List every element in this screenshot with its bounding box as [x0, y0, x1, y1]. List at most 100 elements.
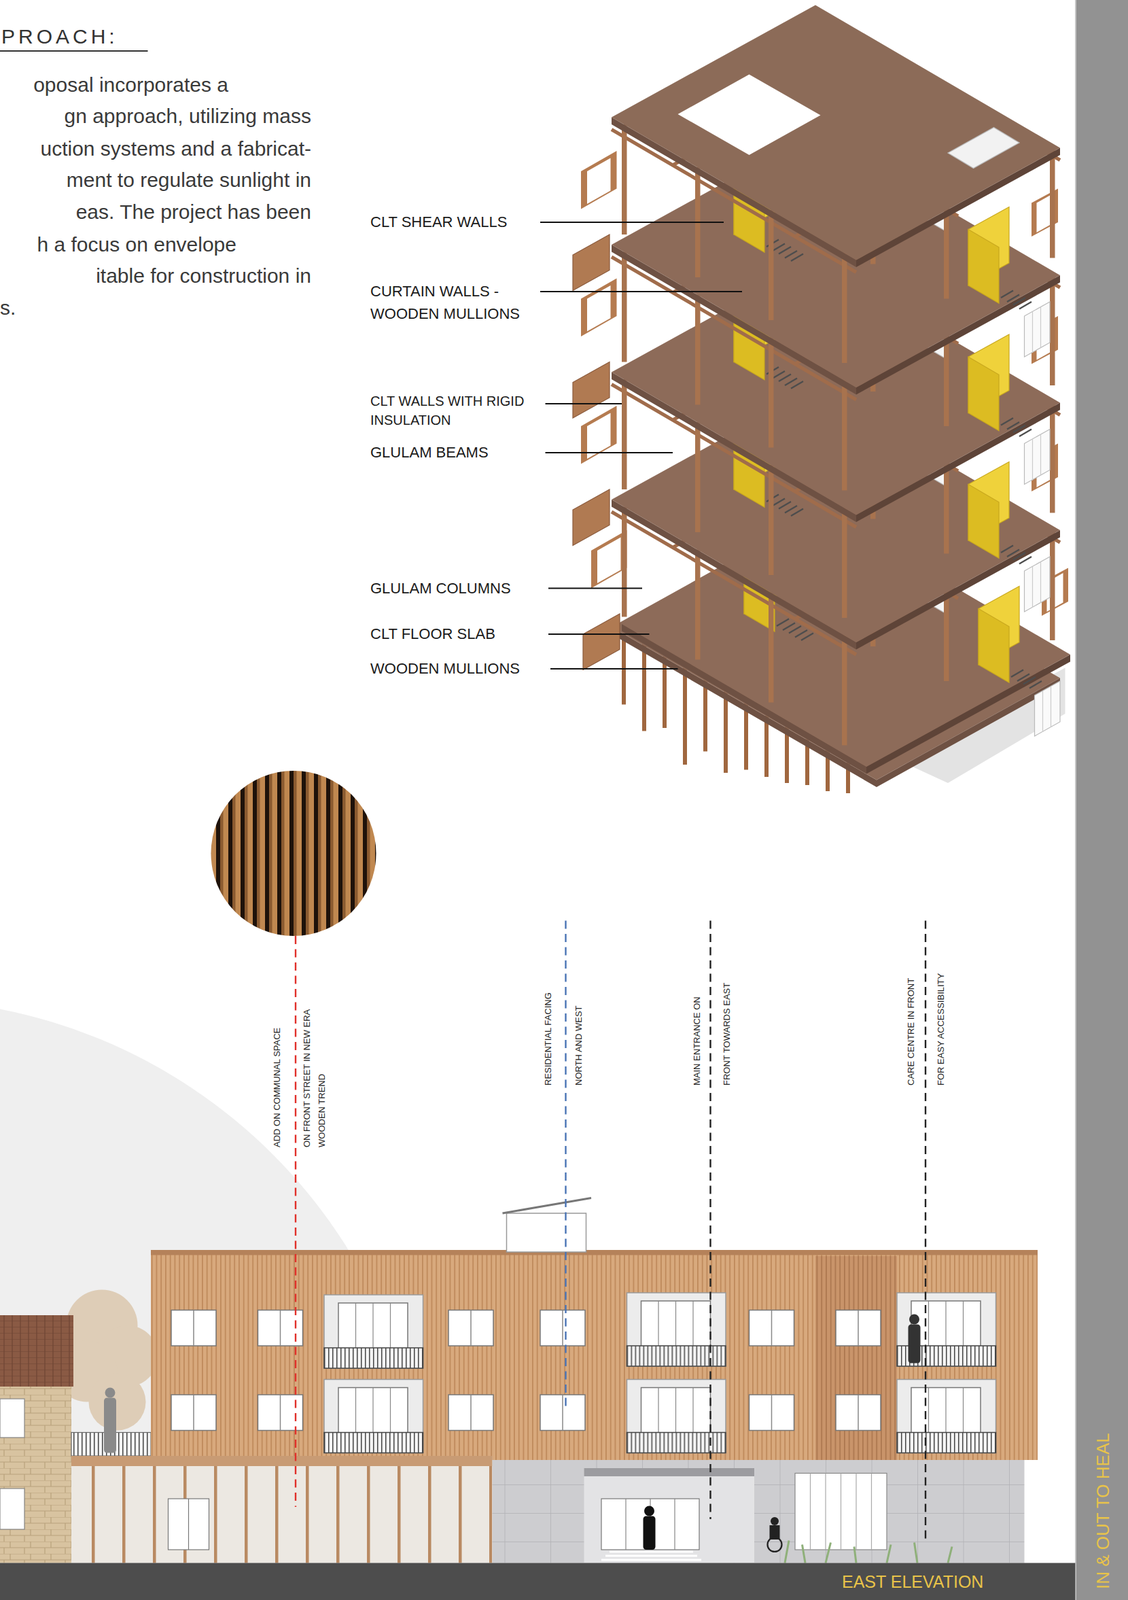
elevation: [171, 1310, 217, 1347]
elevation: [835, 1394, 881, 1431]
person: [644, 1505, 655, 1517]
heading-underline: [0, 50, 148, 52]
annotation-line: [295, 920, 926, 1540]
leader-line: [540, 290, 743, 293]
ground-mullions: [682, 667, 687, 765]
body-text: s.: [0, 295, 16, 321]
component-label: WOODEN MULLIONS: [370, 659, 520, 679]
body-text-line: itable for construction in: [0, 263, 312, 289]
annotation-line: [924, 920, 927, 1540]
annotation-note: CARE CENTRE IN FRONT: [905, 977, 917, 1086]
elevation: [583, 1467, 754, 1476]
person: [642, 1516, 656, 1550]
person: [909, 1314, 920, 1325]
body-text: uction systems and a fabricat-: [40, 136, 312, 162]
ground-mullions: [744, 703, 749, 770]
leader-line: [544, 402, 622, 405]
elevation: [71, 1455, 492, 1466]
person: [104, 1387, 115, 1398]
annotation-note: FOR EASY ACCESSIBILITY: [935, 973, 947, 1086]
elevation: [896, 1379, 996, 1453]
leader-line: [548, 633, 649, 635]
elevation: [0, 1197, 1038, 1563]
house-wall: [0, 1386, 72, 1563]
elevation: [748, 1394, 794, 1431]
person: [103, 1387, 117, 1453]
leader-line: [540, 222, 743, 669]
annotation-note: MAIN ENTRANCE ON: [691, 996, 703, 1086]
elevation: [0, 1398, 25, 1438]
elevation: [896, 1292, 996, 1366]
footer-bar: [0, 1562, 1077, 1600]
wheelchair-user: [767, 1516, 782, 1552]
ground-mullions: [764, 715, 769, 777]
elevation: [540, 1310, 586, 1347]
person: [103, 1397, 117, 1453]
material-detail: [210, 770, 376, 936]
body-text-line: ment to regulate sunlight in: [0, 167, 312, 193]
footer-bar: [0, 1562, 1077, 1600]
body-text-line: gn approach, utilizing mass: [0, 103, 312, 129]
component-label: GLULAM COLUMNS: [370, 578, 511, 598]
section-heading: PROACH:: [1, 24, 119, 49]
elevation: [324, 1379, 423, 1453]
annotation-note: FRONT TOWARDS EAST: [721, 982, 733, 1086]
elevation: [625, 1498, 675, 1550]
leader-line: [550, 667, 678, 670]
roof-plate: [611, 5, 1061, 268]
annotation-note: WOODEN TREND: [316, 1073, 328, 1148]
annotation-note: ON FRONT STREET IN NEW ERA: [301, 1009, 313, 1148]
ground-mullions: [662, 656, 667, 728]
component-label: GLULAM BEAMS: [370, 443, 489, 463]
annotation-line: [564, 920, 567, 1407]
annotation-note: ADD ON COMMUNAL SPACE: [271, 1027, 283, 1148]
elevation: [815, 1255, 897, 1460]
sidebar: [1074, 0, 1128, 1600]
body-text: h a focus on envelope: [36, 232, 237, 257]
elevation: [784, 1540, 953, 1563]
upper-floors: [150, 1251, 1038, 1460]
sidebar: [1074, 0, 1128, 1600]
annotation-line: [294, 935, 297, 1507]
leader-line: [548, 587, 643, 590]
annotation-line: [709, 920, 711, 1519]
elevation: [448, 1310, 494, 1347]
tree: [88, 1373, 146, 1431]
leader-line: [544, 451, 673, 454]
component-label: CLT SHEAR WALLS: [370, 212, 507, 232]
penthouse: [506, 1212, 586, 1252]
elevation: [809, 1473, 872, 1550]
body-text: oposal incorporates a: [33, 72, 229, 98]
ground-floor: [491, 1459, 1025, 1563]
penthouse: [502, 1197, 592, 1214]
roof-plate: [677, 74, 821, 155]
body-text: eas. The project has been: [76, 199, 312, 225]
elevation: [324, 1294, 423, 1368]
sidebar-title: IN & OUT TO HEAL: [1092, 1432, 1114, 1589]
elevation: [167, 1498, 209, 1550]
body-text: gn approach, utilizing mass: [63, 103, 312, 129]
body-text-line: eas. The project has been: [0, 199, 312, 225]
entrance: [583, 1467, 754, 1563]
elevation: [540, 1394, 586, 1431]
ground-mullions: [723, 691, 728, 773]
elevation: [0, 1488, 25, 1529]
component-label: CURTAIN WALLS - WOODEN MULLIONS: [370, 279, 548, 325]
ground-mullions: [642, 644, 647, 731]
body-text-line: uction systems and a fabricat-: [0, 136, 312, 162]
sidebar: [1074, 0, 1076, 1600]
elevation: [448, 1394, 494, 1431]
body-text: itable for construction in: [95, 263, 312, 289]
exploded-axonometric: [572, 5, 1071, 793]
wheelchair-user: [767, 1537, 782, 1552]
material-detail: [210, 770, 376, 936]
annotation-note: NORTH AND WEST: [573, 1005, 585, 1086]
heading-underline: [0, 50, 148, 51]
penthouse: [502, 1197, 592, 1252]
elevation: [795, 1473, 887, 1550]
body-text-line: h a focus on envelope: [0, 232, 237, 257]
person: [907, 1324, 921, 1364]
elevation: [171, 1394, 217, 1431]
elevation: [626, 1292, 726, 1366]
elevation: [748, 1310, 794, 1347]
